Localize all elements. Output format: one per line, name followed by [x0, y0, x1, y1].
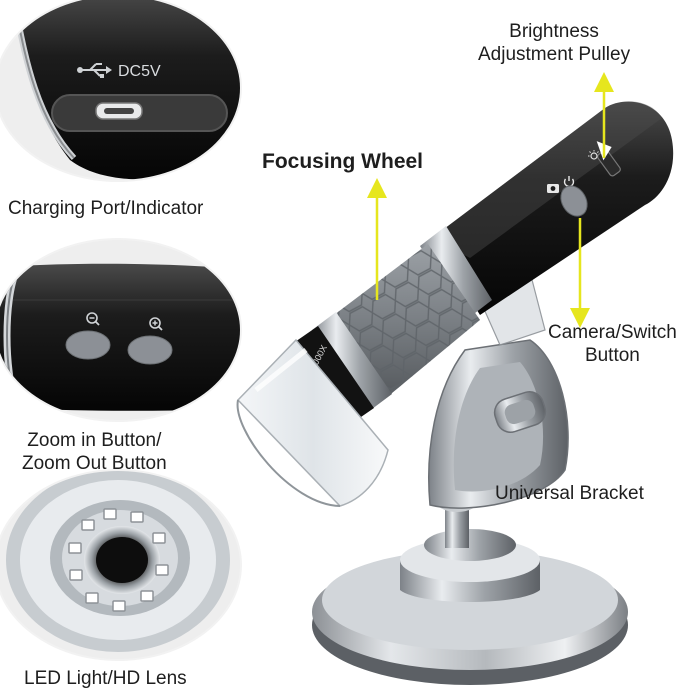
camera-switch-line2: Button: [584, 345, 640, 366]
zoom-out-icon: [86, 312, 100, 326]
universal-bracket-stand: [312, 266, 628, 685]
charging-port-caption: Charging Port/Indicator: [8, 198, 204, 219]
camera-switch-callout-label: Camera/Switch Button: [548, 321, 677, 367]
zoom-buttons-inset: [0, 238, 242, 422]
focusing-wheel-callout-label: Focusing Wheel: [262, 150, 424, 173]
camera-switch-line1: Camera/Switch: [548, 322, 677, 343]
brightness-line2: Adjustment Pulley: [478, 44, 631, 65]
zoom-in-icon: [149, 317, 163, 331]
charging-port-label-text: DC5V: [118, 63, 161, 80]
callout-arrows: [367, 72, 614, 328]
zoom-caption-line1: Zoom in Button/: [27, 430, 162, 451]
camera-icon: [547, 184, 559, 193]
zoom-caption-line2: Zoom Out Button: [22, 453, 167, 474]
charging-port-inset: [0, 0, 242, 182]
brightness-callout-label: Brightness Adjustment Pulley: [478, 20, 630, 66]
usb-icon: [77, 63, 112, 78]
led-lens-caption: LED Light/HD Lens: [24, 668, 187, 689]
brightness-line1: Brightness: [509, 21, 599, 42]
led-lens-inset: [0, 469, 242, 661]
zoom-out-button[interactable]: [65, 330, 111, 360]
zoom-in-button[interactable]: [127, 335, 173, 365]
brightness-icon: [588, 150, 599, 160]
led-ring: [68, 508, 169, 612]
clear-lens-cap: [236, 338, 389, 507]
camera-switch-button[interactable]: [556, 181, 593, 221]
bracket-knob[interactable]: [491, 388, 549, 436]
universal-bracket-callout-label: Universal Bracket: [495, 483, 644, 504]
zoom-buttons-caption: Zoom in Button/ Zoom Out Button: [22, 429, 167, 475]
